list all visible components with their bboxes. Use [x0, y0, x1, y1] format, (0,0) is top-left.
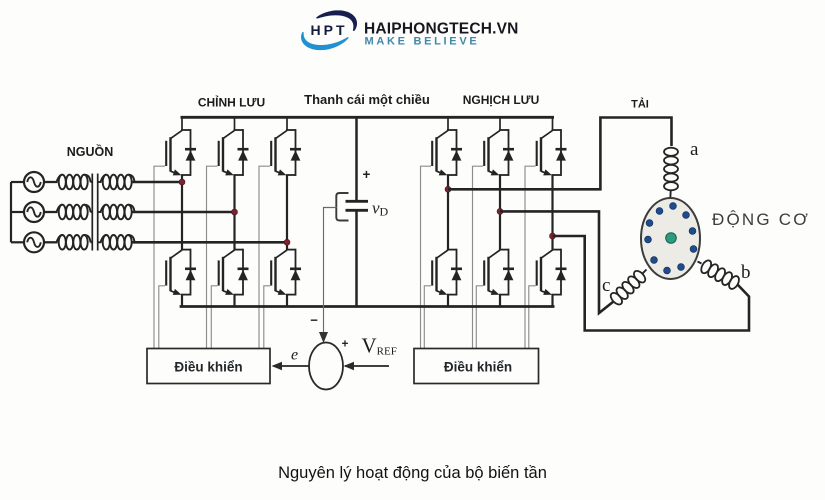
svg-text:Điều khiển: Điều khiển: [444, 360, 512, 375]
svg-text:HPT: HPT: [311, 22, 348, 38]
svg-text:b: b: [741, 262, 751, 283]
svg-text:−: −: [310, 313, 318, 328]
svg-text:+: +: [342, 339, 349, 351]
svg-text:Thanh cái một chiều: Thanh cái một chiều: [304, 92, 430, 107]
svg-text:TẢI: TẢI: [631, 98, 649, 111]
svg-text:NGUỒN: NGUỒN: [67, 144, 114, 159]
svg-text:c: c: [602, 275, 610, 296]
svg-text:ĐỘNG CƠ: ĐỘNG CƠ: [712, 210, 810, 229]
svg-text:Điều khiển: Điều khiển: [174, 360, 242, 375]
svg-text:NGHỊCH LƯU: NGHỊCH LƯU: [463, 93, 540, 107]
svg-text:a: a: [690, 139, 699, 160]
svg-text:CHỈNH LƯU: CHỈNH LƯU: [198, 95, 265, 110]
svg-text:+: +: [363, 167, 371, 182]
svg-text:HAIPHONGTECH.VN: HAIPHONGTECH.VN: [364, 21, 519, 38]
svg-text:MAKE BELIEVE: MAKE BELIEVE: [365, 35, 480, 47]
svg-text:e: e: [291, 347, 298, 364]
